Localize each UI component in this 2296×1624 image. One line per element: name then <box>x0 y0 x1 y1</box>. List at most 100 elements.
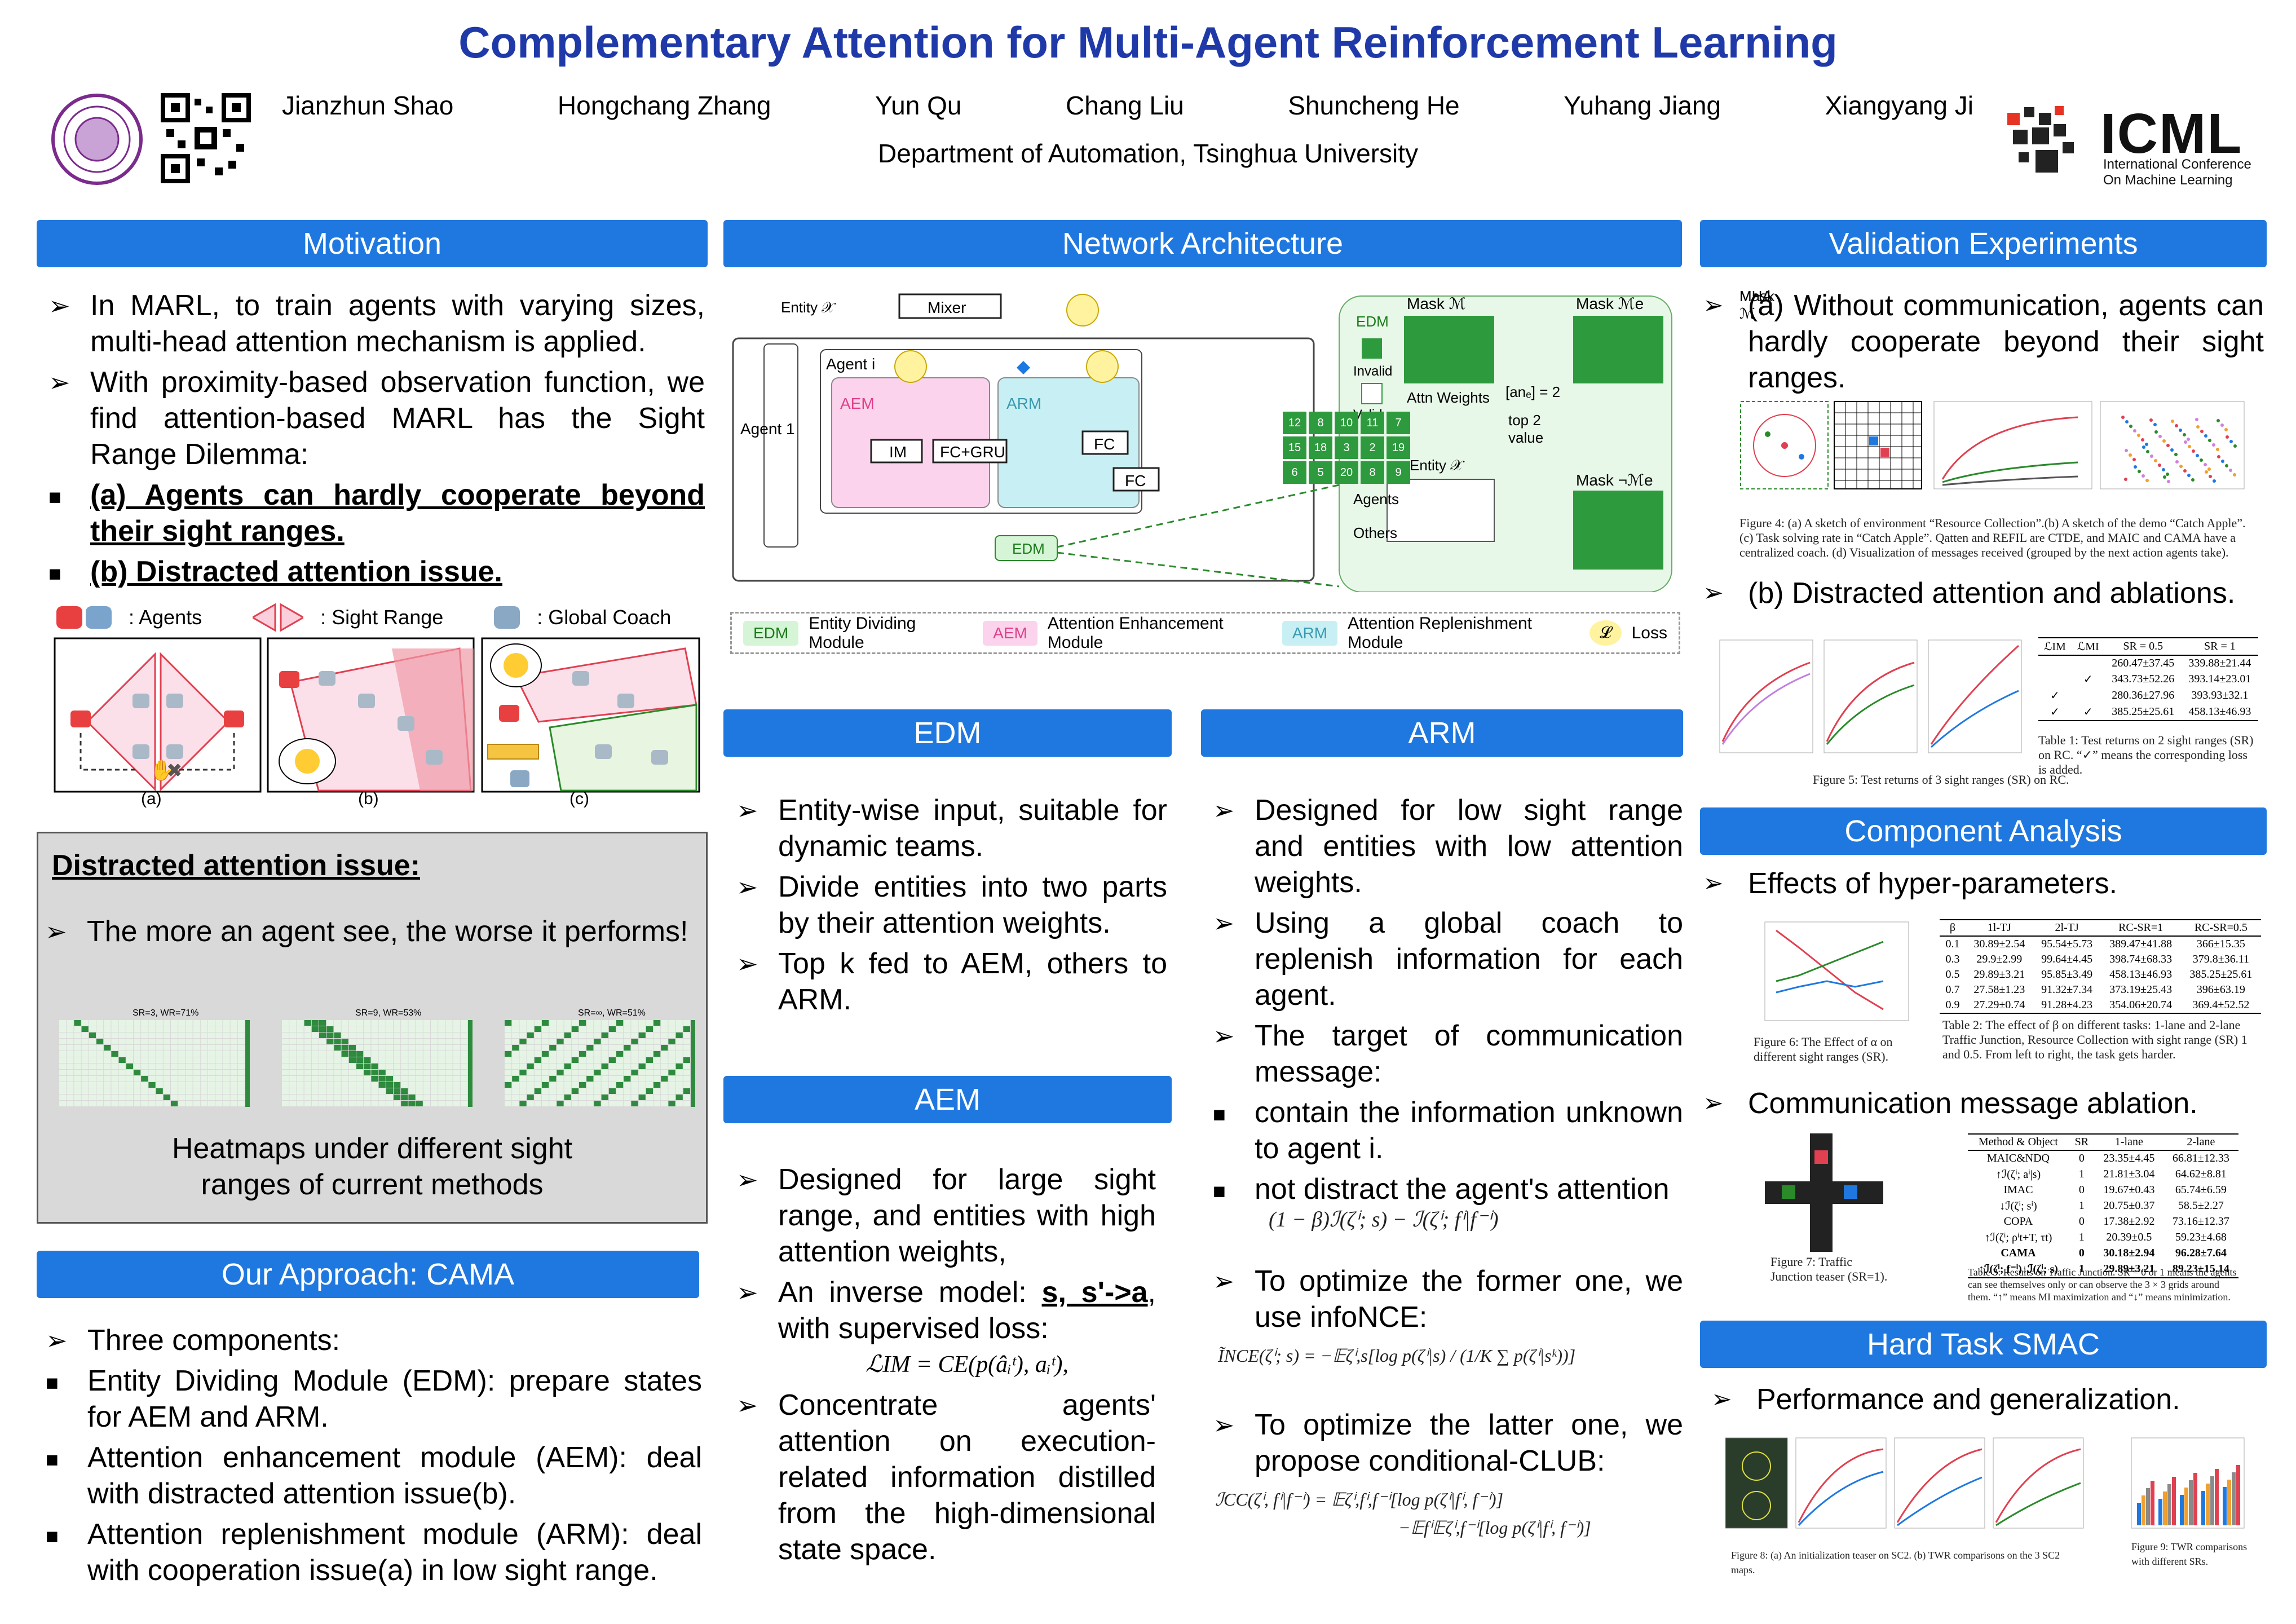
heatmap-cell <box>527 1032 534 1038</box>
heatmap-cell <box>126 1095 133 1100</box>
heatmap-cell <box>646 1057 653 1063</box>
heatmap-cell <box>215 1057 223 1063</box>
heatmap-cell <box>601 1045 608 1051</box>
heatmap-cell <box>654 1045 661 1051</box>
heatmap-cell <box>282 1070 289 1075</box>
heatmap-cell <box>215 1070 223 1075</box>
heatmap-cell <box>111 1020 118 1026</box>
heatmap-cell <box>156 1076 163 1082</box>
square-bullet-icon: ■ <box>48 486 61 509</box>
figure-7-caption: Figure 7: Traffic Junction teaser (SR=1)… <box>1770 1255 1888 1283</box>
heatmap-cell <box>89 1082 96 1088</box>
heatmap-cell <box>141 1070 148 1075</box>
heatmap-cell <box>564 1063 571 1069</box>
heatmap-cell <box>401 1026 408 1032</box>
heatmap-cell <box>631 1063 638 1069</box>
heatmap-cell <box>579 1082 586 1088</box>
heatmap-cell <box>148 1101 156 1106</box>
heatmap-cell <box>208 1032 215 1038</box>
heatmap-cell <box>683 1020 690 1026</box>
heatmap-cell <box>624 1020 631 1026</box>
heatmap-cell <box>148 1045 156 1051</box>
figure-8-9 <box>1725 1437 2245 1529</box>
heatmap-cell <box>319 1045 326 1051</box>
qr-code[interactable] <box>161 93 251 183</box>
heatmap-cell <box>186 1051 193 1057</box>
heatmap-cell <box>371 1020 378 1026</box>
scatter-point <box>2187 474 2191 477</box>
heatmap-cell <box>438 1088 445 1094</box>
heatmap-cell <box>683 1070 690 1075</box>
heatmap-cell <box>186 1057 193 1063</box>
heatmap-cell <box>111 1039 118 1044</box>
table-cell: 373.19±25.43 <box>2109 983 2173 996</box>
heatmap-cell <box>401 1020 408 1026</box>
heatmap-cell <box>431 1088 438 1094</box>
table-cell <box>2038 655 2072 671</box>
heatmap-cell <box>654 1076 661 1082</box>
figure-6-caption: Figure 6: The Effect of α on different s… <box>1754 1035 1893 1063</box>
heatmap-cell <box>616 1057 624 1063</box>
heatmap-cell <box>512 1051 519 1057</box>
heatmap-cell <box>654 1101 661 1106</box>
heatmap-cell <box>171 1063 178 1069</box>
attn-cell: 2 <box>1361 436 1384 459</box>
heatmap-cell <box>431 1057 438 1063</box>
heatmap-cell <box>118 1045 126 1051</box>
scatter-point <box>2204 434 2207 438</box>
list-item: ➢Using a global coach to replenish infor… <box>1204 905 1683 1013</box>
figure-9-caption: Figure 9: TWR comparisons with different… <box>2131 1541 2248 1567</box>
heatmap-cell <box>134 1101 141 1106</box>
heatmap-cell <box>416 1063 423 1069</box>
heatmap-cell <box>134 1026 141 1032</box>
scatter-point <box>2212 443 2215 447</box>
heatmap-cell <box>200 1101 207 1106</box>
heatmap-cell <box>178 1039 186 1044</box>
heatmap-cell <box>386 1088 393 1094</box>
fig-label-c: (c) <box>569 789 589 808</box>
scatter-point <box>2166 473 2169 476</box>
heatmap-cell <box>111 1026 118 1032</box>
table-cell: 0 <box>2078 1184 2085 1196</box>
heatmap-cell <box>519 1020 527 1026</box>
heatmap-cell <box>675 1032 683 1038</box>
motivation-header: Motivation <box>37 220 708 267</box>
heatmap-cell <box>542 1039 549 1044</box>
table-cell: 1 <box>2078 1231 2085 1243</box>
heatmap-cell <box>186 1063 193 1069</box>
tsinghua-logo <box>51 94 143 185</box>
heatmap-cell <box>326 1070 334 1075</box>
heatmap-cell <box>89 1063 96 1069</box>
scatter-point <box>2188 445 2191 448</box>
table-cell: ✓ <box>2050 690 2060 702</box>
table-cell: 29.9±2.99 <box>1976 953 2023 965</box>
table-cell: 398.74±68.33 <box>2109 953 2173 965</box>
heatmap-cell <box>661 1051 668 1057</box>
heatmap-cell <box>311 1057 319 1063</box>
heatmap-cell <box>304 1088 311 1094</box>
heatmap-cell <box>579 1026 586 1032</box>
heatmap-cell <box>311 1045 319 1051</box>
table-header-cell: RC-SR=0.5 <box>2180 919 2261 937</box>
scatter-point <box>2209 475 2212 478</box>
heatmap-cell <box>601 1082 608 1088</box>
scatter-point <box>2184 440 2187 444</box>
scatter-point <box>2133 429 2136 433</box>
heatmap-cell <box>297 1076 304 1082</box>
heatmap-cell <box>616 1032 624 1038</box>
heatmap-cell <box>171 1076 178 1082</box>
mask-me-label: Mask ℳe <box>1576 295 1644 312</box>
heatmap-cell <box>675 1020 683 1026</box>
heatmap-cell <box>311 1032 319 1038</box>
scatter-point <box>2183 469 2187 473</box>
heatmap-cell <box>193 1063 200 1069</box>
arrow-bullet-icon: ➢ <box>736 949 758 978</box>
heatmap-cell <box>341 1020 348 1026</box>
fc-label: FC <box>1094 435 1115 453</box>
list-item: ➢With proximity-based observation functi… <box>39 364 705 473</box>
heatmap-cell <box>512 1088 519 1094</box>
table-cell: 65.74±6.59 <box>2175 1184 2227 1196</box>
heatmap-cell <box>512 1057 519 1063</box>
heatmap-cell <box>348 1032 356 1038</box>
